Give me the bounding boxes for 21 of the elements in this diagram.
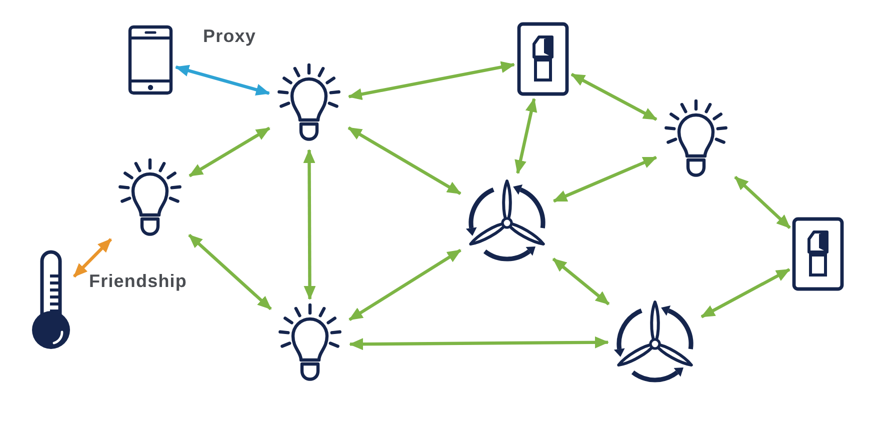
double-headed-arrow [734, 176, 791, 229]
double-headed-arrow [303, 149, 316, 300]
double-headed-arrow [552, 258, 610, 306]
edge-label: Proxy [203, 27, 256, 47]
edge-label: Friendship [89, 272, 188, 292]
double-headed-arrow [174, 64, 270, 96]
double-headed-arrow [188, 126, 270, 178]
double-headed-arrow [514, 98, 538, 174]
light-switch-icon [792, 217, 844, 291]
double-headed-arrow [348, 126, 462, 195]
double-headed-arrow [188, 234, 272, 310]
double-headed-arrow [700, 268, 790, 318]
double-headed-arrow [348, 248, 462, 322]
double-headed-arrow [552, 156, 658, 203]
double-headed-arrow [72, 238, 112, 278]
smartphone-icon [128, 25, 173, 95]
double-headed-arrow [349, 336, 609, 350]
double-headed-arrow [348, 61, 516, 100]
light-switch-icon [517, 22, 569, 96]
double-headed-arrow [570, 72, 658, 121]
thermometer-icon [30, 250, 72, 350]
